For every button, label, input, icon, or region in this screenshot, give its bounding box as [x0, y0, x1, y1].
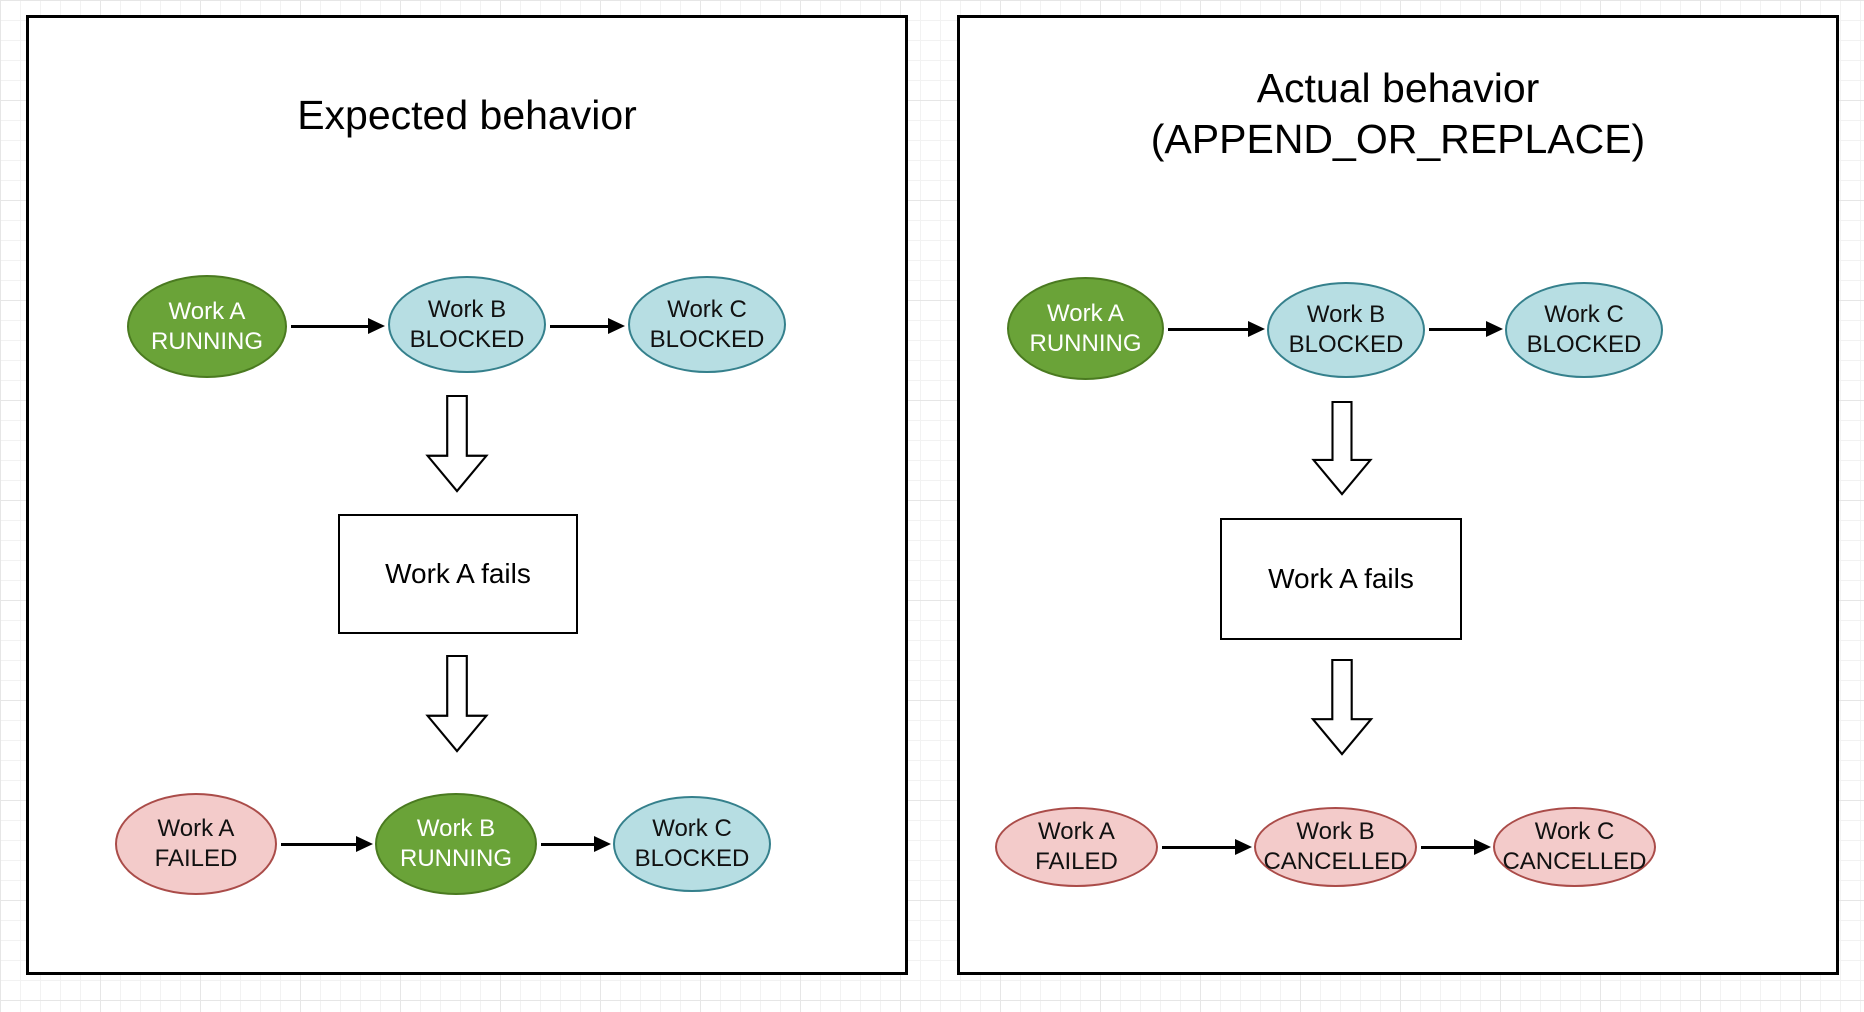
node-label-name: Work B	[427, 295, 507, 323]
node-label-status: BLOCKED	[649, 325, 765, 353]
node-label-status: RUNNING	[151, 327, 263, 355]
node-label-status: BLOCKED	[1526, 331, 1642, 358]
arrowhead-icon	[594, 835, 611, 852]
expected-top-arrow-a-to-b	[291, 317, 385, 335]
actual-bottom-arrow-b-to-c	[1421, 838, 1491, 856]
actual-bottom-arrow-a-to-b	[1162, 838, 1252, 856]
node-label-status: CANCELLED	[1502, 848, 1647, 875]
node-label-status: RUNNING	[400, 845, 512, 872]
arrow-shaft	[1421, 845, 1478, 849]
event-box-label: Work A fails	[1268, 563, 1414, 594]
actual-bottom-node-work-b-cancelled: Work B CANCELLED	[1254, 807, 1417, 887]
arrowhead-icon	[608, 317, 625, 334]
arrowhead-icon	[1248, 320, 1265, 337]
node-label-name: Work A	[168, 297, 246, 325]
actual-top-node-work-b-blocked: Work B BLOCKED	[1267, 282, 1425, 378]
actual-title-line-2: (APPEND_OR_REPLACE)	[1150, 116, 1646, 162]
arrowhead-icon	[1474, 838, 1491, 855]
node-label-name: Work A	[157, 815, 235, 842]
expected-title-line-1: Expected behavior	[297, 92, 637, 138]
actual-bottom-node-work-a-failed: Work A FAILED	[995, 807, 1158, 887]
expected-top-node-work-c-blocked: Work C BLOCKED	[628, 276, 786, 373]
expected-panel-title: Expected behavior	[29, 89, 905, 141]
panel-actual-behavior: Actual behavior (APPEND_OR_REPLACE) Work…	[957, 15, 1839, 975]
node-label-status: RUNNING	[1029, 329, 1142, 357]
arrow-shaft	[1168, 327, 1252, 331]
arrowhead-icon	[1486, 320, 1503, 337]
actual-panel-title: Actual behavior (APPEND_OR_REPLACE)	[960, 63, 1836, 165]
actual-event-box-work-a-fails: Work A fails	[1220, 518, 1462, 640]
node-label-name: Work B	[1296, 818, 1375, 845]
arrow-shaft	[281, 842, 360, 846]
node-label-status: BLOCKED	[409, 325, 525, 353]
actual-top-node-work-a-running: Work A RUNNING	[1007, 277, 1164, 380]
arrowhead-icon	[356, 835, 373, 852]
node-label-name: Work C	[667, 295, 747, 323]
node-label-name: Work B	[1306, 301, 1386, 328]
down-arrow-icon	[1310, 659, 1374, 756]
node-label-status: BLOCKED	[634, 845, 750, 872]
arrow-shaft	[550, 324, 612, 328]
node-label-name: Work B	[416, 815, 496, 842]
arrow-shaft	[541, 842, 598, 846]
node-label-name: Work A	[1038, 818, 1115, 845]
expected-top-arrow-b-to-c	[550, 317, 625, 335]
arrow-shaft	[291, 324, 372, 328]
actual-top-arrow-a-to-b	[1168, 320, 1265, 338]
expected-top-node-work-a-running: Work A RUNNING	[127, 275, 287, 378]
node-label-status: CANCELLED	[1263, 848, 1408, 875]
actual-title-line-1: Actual behavior	[1256, 65, 1540, 111]
node-label-status: FAILED	[154, 845, 238, 872]
node-label-status: BLOCKED	[1288, 331, 1404, 358]
arrow-shaft	[1429, 327, 1490, 331]
expected-bottom-node-work-b-running: Work B RUNNING	[375, 793, 537, 895]
node-label-status: FAILED	[1035, 848, 1118, 875]
expected-bottom-node-work-a-failed: Work A FAILED	[115, 793, 277, 895]
expected-bottom-arrow-b-to-c	[541, 835, 611, 853]
actual-top-arrow-b-to-c	[1429, 320, 1503, 338]
down-arrow-icon	[425, 655, 489, 753]
down-arrow-icon	[425, 395, 489, 493]
arrowhead-icon	[1235, 838, 1252, 855]
node-label-name: Work C	[652, 815, 732, 842]
actual-top-node-work-c-blocked: Work C BLOCKED	[1505, 282, 1663, 378]
node-label-name: Work C	[1544, 301, 1624, 328]
expected-bottom-arrow-a-to-b	[281, 835, 373, 853]
expected-event-box-work-a-fails: Work A fails	[338, 514, 578, 634]
arrowhead-icon	[368, 317, 385, 334]
down-arrow-icon	[1311, 401, 1373, 496]
event-box-label: Work A fails	[385, 558, 531, 589]
actual-bottom-node-work-c-cancelled: Work C CANCELLED	[1493, 807, 1656, 887]
panel-expected-behavior: Expected behavior Work A RUNNING Work B …	[26, 15, 908, 975]
expected-top-node-work-b-blocked: Work B BLOCKED	[388, 276, 546, 373]
node-label-name: Work A	[1047, 299, 1124, 327]
arrow-shaft	[1162, 845, 1239, 849]
node-label-name: Work C	[1534, 818, 1615, 845]
expected-bottom-node-work-c-blocked: Work C BLOCKED	[613, 796, 771, 892]
